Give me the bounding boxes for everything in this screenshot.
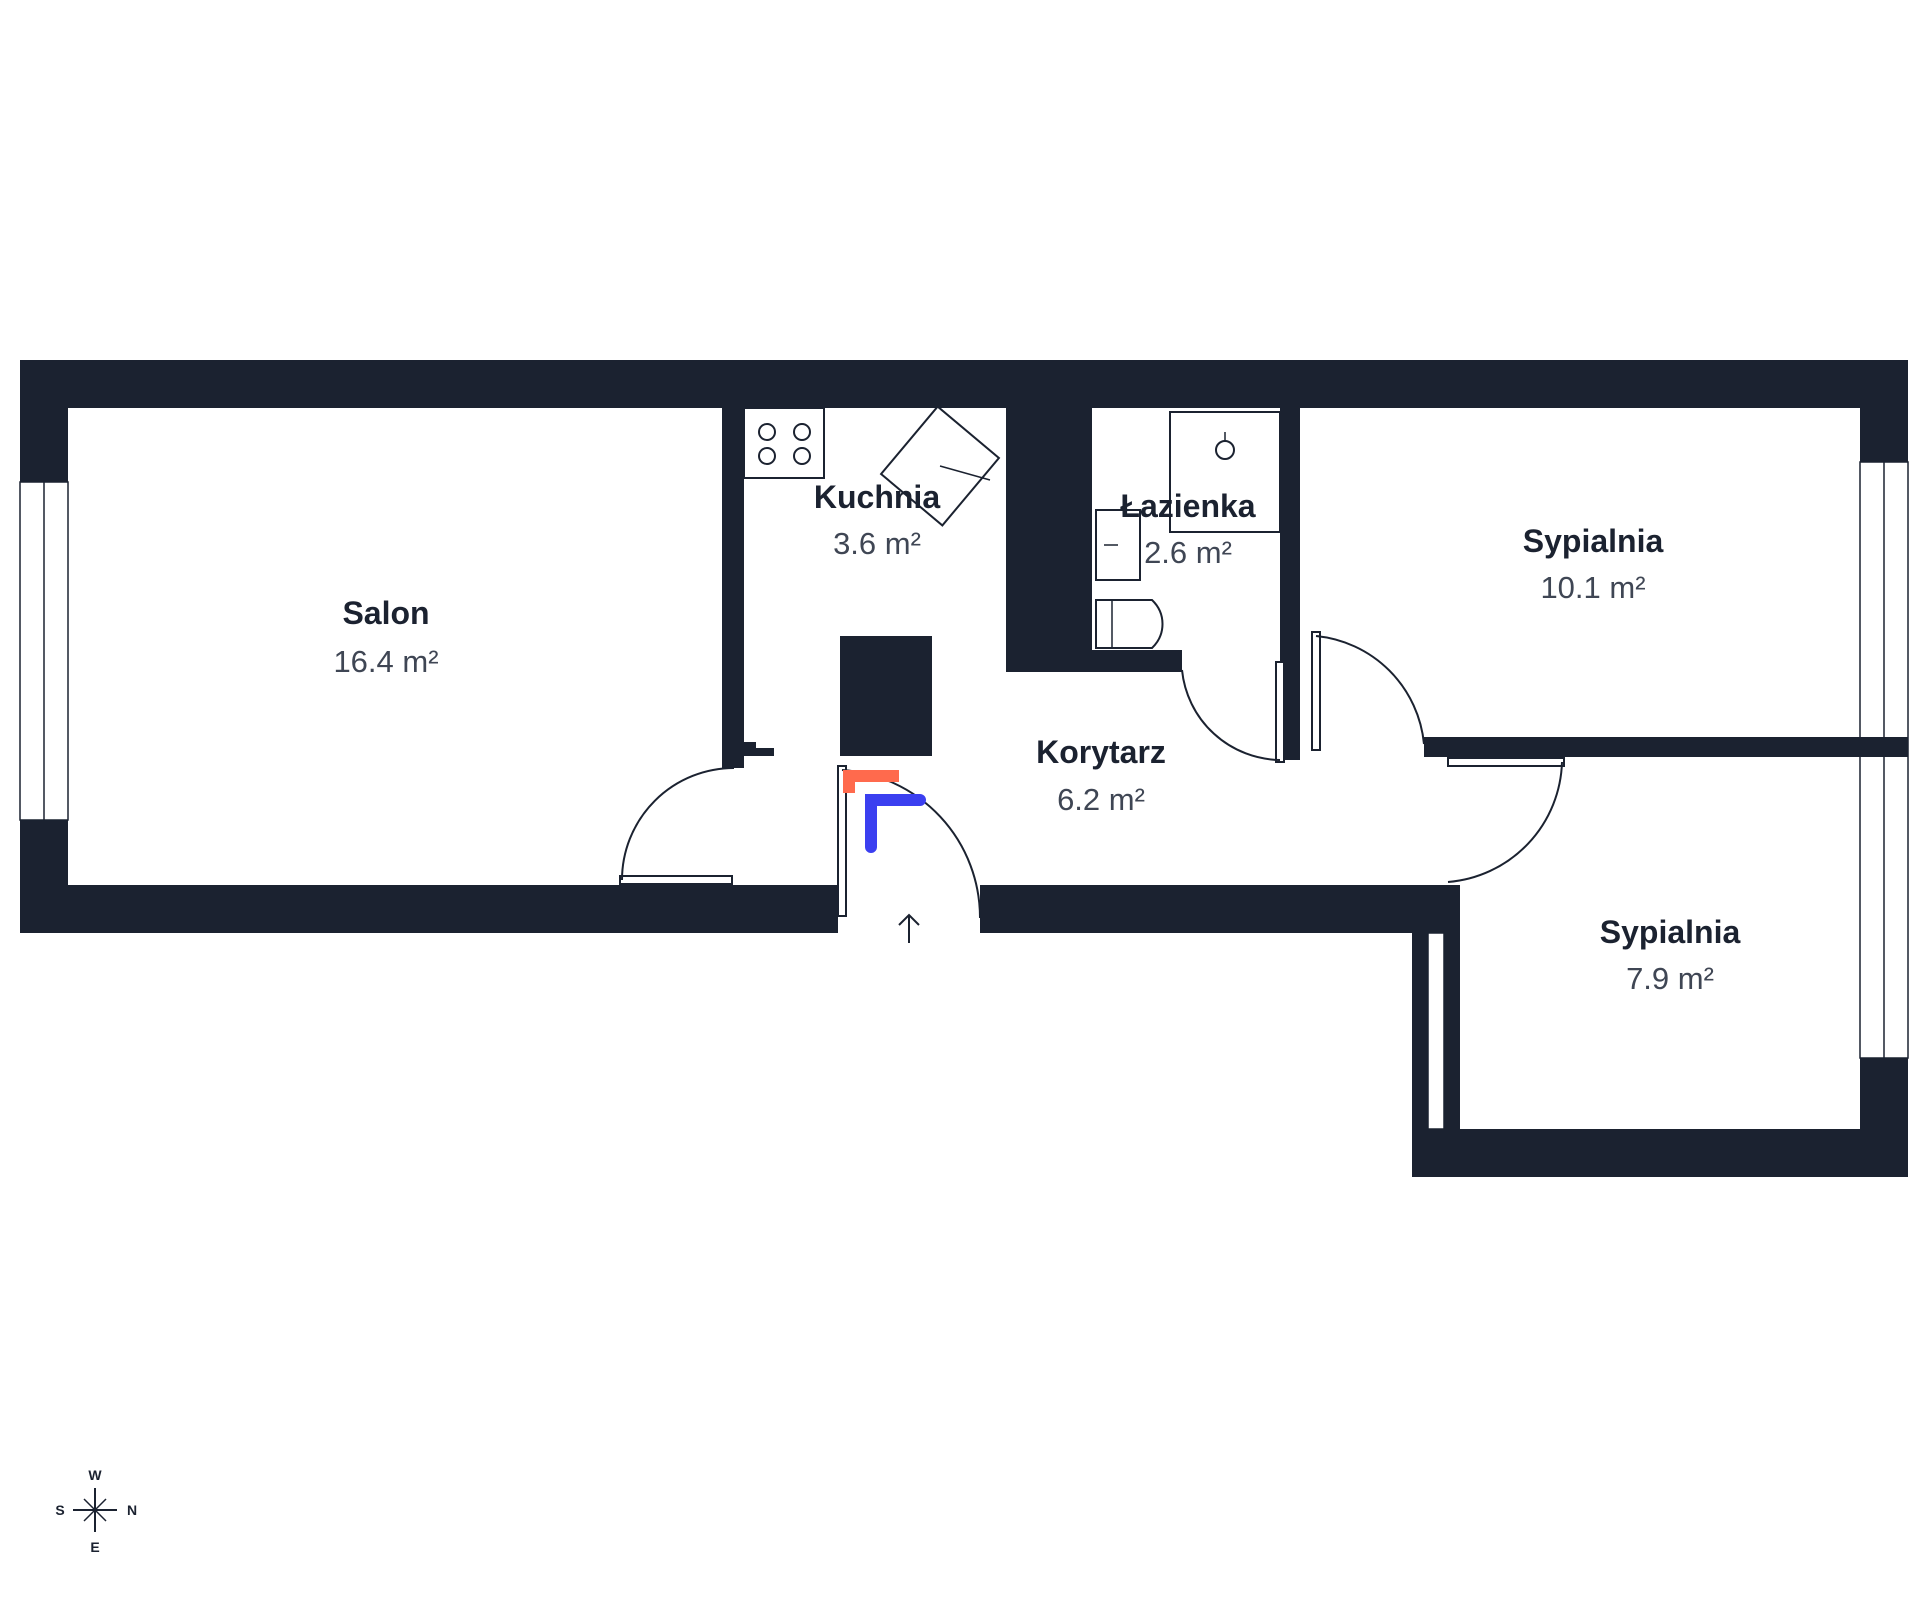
- room-area-sypialnia-1: 10.1 m²: [1540, 570, 1645, 605]
- room-area-korytarz: 6.2 m²: [1057, 782, 1145, 817]
- room-name-sypialnia-2: Sypialnia: [1600, 914, 1741, 950]
- doors: [619, 631, 1565, 919]
- room-name-kuchnia: Kuchnia: [814, 479, 940, 515]
- compass-label-top: W: [88, 1467, 102, 1483]
- room-area-sypialnia-2: 7.9 m²: [1626, 961, 1714, 996]
- room-area-kuchnia: 3.6 m²: [833, 526, 921, 561]
- room-name-lazienka: Łazienka: [1120, 488, 1255, 524]
- compass-icon: W S N E: [55, 1467, 137, 1555]
- room-area-salon: 16.4 m²: [333, 644, 438, 679]
- room-name-korytarz: Korytarz: [1036, 734, 1166, 770]
- windows: [19, 461, 1909, 1130]
- shower-icon: [1169, 411, 1281, 533]
- sink-icon: [879, 405, 1001, 527]
- toilet-icon: [1095, 599, 1164, 649]
- washbasin-icon: [1095, 509, 1141, 581]
- compass-label-right: N: [127, 1502, 137, 1518]
- compass-label-bottom: E: [90, 1539, 99, 1555]
- stove-icon: [743, 407, 825, 479]
- room-name-sypialnia-1: Sypialnia: [1523, 523, 1664, 559]
- entrance-arrow-icon: [898, 913, 920, 943]
- room-name-salon: Salon: [342, 595, 429, 631]
- compass-label-left: S: [55, 1502, 64, 1518]
- viewpoint-marker-icon: [843, 770, 926, 853]
- room-area-lazienka: 2.6 m²: [1144, 535, 1232, 570]
